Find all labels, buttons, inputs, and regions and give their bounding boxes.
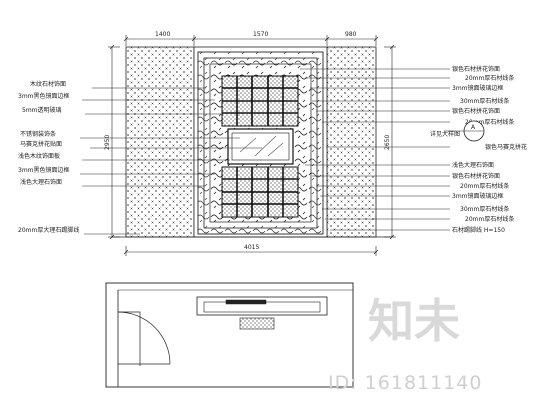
left-vertical-dimension	[108, 44, 120, 240]
left-wall-panel	[125, 46, 195, 238]
dim-top-right: 980	[345, 31, 357, 38]
upper-lattice-grid	[221, 75, 299, 127]
right-label-11: 3mm镜面玻璃边框	[452, 192, 504, 200]
callout-circle-text: A	[471, 124, 476, 131]
watermark: 知未 ID: 161811140	[328, 294, 482, 394]
bottom-dimension-line	[123, 246, 379, 256]
right-leaders	[300, 68, 450, 231]
right-label-5: 银色石材拼花饰面	[452, 107, 500, 115]
top-dimension-line	[123, 35, 379, 46]
dim-bottom-total: 4015	[244, 244, 259, 251]
left-label-6: 浅色木纹饰面板	[18, 152, 60, 160]
dim-top-left: 1400	[155, 31, 170, 38]
left-label-5: 马赛克拼花贴面	[20, 140, 62, 148]
left-label-9: 20mm厚大理石踢脚线	[18, 226, 79, 234]
left-leaders	[80, 87, 262, 235]
plan-view	[105, 282, 354, 388]
right-label-3: 3mm镜面玻璃边框	[452, 84, 504, 92]
left-label-1: 木纹石材饰面	[30, 80, 66, 88]
detail-callout: 详见大样图 A	[430, 120, 485, 142]
right-label-14: 石材踢脚线 H=150	[452, 226, 505, 234]
right-label-1: 银色石材拼花饰面	[452, 65, 500, 73]
right-label-6: 20mm厚石材线条	[465, 118, 514, 126]
callout-label: 详见大样图	[430, 130, 460, 138]
dim-left-height: 2950	[104, 135, 111, 150]
right-vertical-dimension	[384, 44, 396, 240]
left-label-4: 不锈钢装饰条	[20, 130, 56, 138]
inner-frame-line	[203, 57, 318, 229]
right-label-9: 银色石材拼花饰面	[452, 172, 500, 180]
right-label-12: 30mm厚石材线条	[460, 205, 509, 213]
right-wall-panel	[326, 46, 377, 238]
right-label-2: 20mm厚石材线条	[465, 74, 514, 82]
right-label-13: 20mm厚石材线条	[465, 215, 514, 223]
right-label-7: 银色马赛克拼花	[485, 143, 527, 151]
left-label-3: 5mm透明玻璃	[22, 106, 62, 114]
watermark-logo-text: 知未	[368, 294, 460, 348]
dim-right-height: 2650	[384, 135, 391, 150]
left-label-2: 3mm黑色镜面边框	[18, 92, 70, 100]
lower-lattice-grid	[221, 166, 299, 218]
watermark-id: ID: 161811140	[328, 372, 482, 394]
left-label-7: 3mm黑色镜面边框	[18, 166, 70, 174]
left-label-8: 浅色大理石饰面	[20, 178, 62, 186]
dim-top-center: 1570	[253, 31, 268, 38]
right-label-10: 20mm厚石材线条	[460, 182, 509, 190]
mirror-panel	[227, 128, 294, 165]
right-label-4: 30mm厚石材线条	[460, 97, 509, 105]
right-label-8: 浅色大理石饰面	[452, 161, 494, 169]
